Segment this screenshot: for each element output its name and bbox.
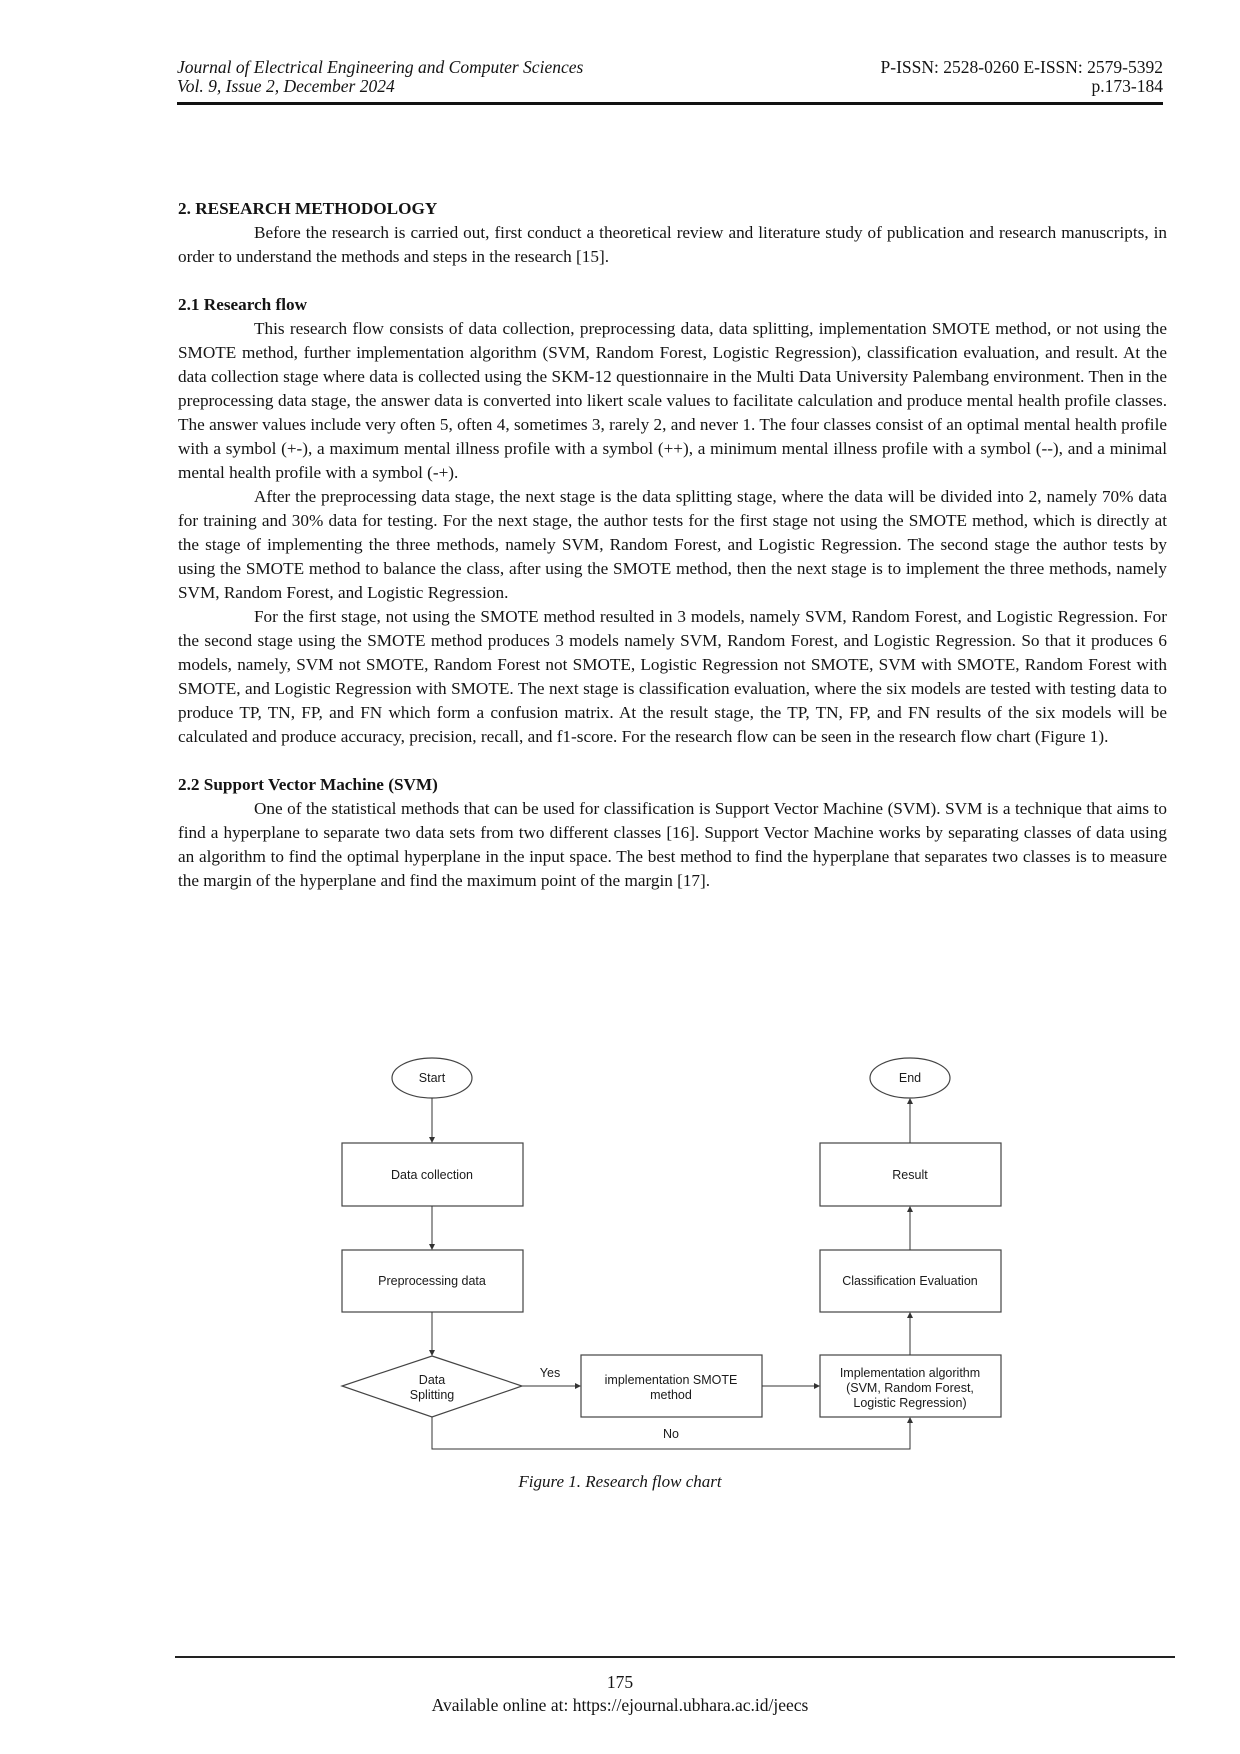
yes-edge-label: Yes bbox=[540, 1366, 560, 1380]
paragraph-research-flow-3: For the first stage, not using the SMOTE… bbox=[178, 607, 1167, 746]
footer-rule bbox=[175, 1656, 1175, 1658]
running-header: Journal of Electrical Engineering and Co… bbox=[177, 58, 1163, 96]
research-flow-chart: Start End Data collection Preprocessing … bbox=[330, 1055, 1020, 1455]
evaluation-label: Classification Evaluation bbox=[842, 1274, 978, 1288]
page-range: p.173-184 bbox=[1091, 76, 1163, 96]
result-label: Result bbox=[892, 1168, 928, 1182]
paragraph-research-flow-1: This research flow consists of data coll… bbox=[178, 319, 1167, 482]
figure-caption: Figure 1. Research flow chart bbox=[518, 1472, 722, 1491]
algorithm-label-line3: Logistic Regression) bbox=[853, 1396, 966, 1410]
start-label: Start bbox=[419, 1071, 446, 1085]
section-heading-svm: 2.2 Support Vector Machine (SVM) bbox=[178, 775, 438, 794]
smote-label-line2: method bbox=[650, 1388, 692, 1402]
splitting-label-line1: Data bbox=[419, 1373, 445, 1387]
algorithm-label-line1: Implementation algorithm bbox=[840, 1366, 980, 1380]
issn: P-ISSN: 2528-0260 E-ISSN: 2579-5392 bbox=[880, 57, 1163, 77]
arrow-no-to-algorithm bbox=[431, 1417, 913, 1450]
journal-title: Journal of Electrical Engineering and Co… bbox=[177, 57, 584, 77]
smote-label-line1: implementation SMOTE bbox=[605, 1373, 738, 1387]
paragraph-research-flow-2: After the preprocessing data stage, the … bbox=[178, 487, 1167, 602]
splitting-label-line2: Splitting bbox=[410, 1388, 455, 1402]
body-content: 2. RESEARCH METHODOLOGY Before the resea… bbox=[178, 197, 1167, 893]
section-heading-research-flow: 2.1 Research flow bbox=[178, 295, 308, 314]
availability-link[interactable]: Available online at: https://ejournal.ub… bbox=[431, 1695, 809, 1715]
volume-issue: Vol. 9, Issue 2, December 2024 bbox=[177, 76, 395, 96]
data-collection-label: Data collection bbox=[391, 1168, 473, 1182]
paragraph-methodology-intro: Before the research is carried out, firs… bbox=[178, 223, 1167, 266]
header-rule bbox=[177, 102, 1163, 105]
paragraph-svm: One of the statistical methods that can … bbox=[178, 799, 1167, 890]
preprocessing-label: Preprocessing data bbox=[378, 1274, 486, 1288]
end-label: End bbox=[899, 1071, 921, 1085]
no-edge-label: No bbox=[663, 1427, 679, 1441]
page-number: 175 bbox=[606, 1672, 634, 1692]
section-heading-methodology: 2. RESEARCH METHODOLOGY bbox=[178, 199, 438, 218]
algorithm-label-line2: (SVM, Random Forest, bbox=[846, 1381, 974, 1395]
